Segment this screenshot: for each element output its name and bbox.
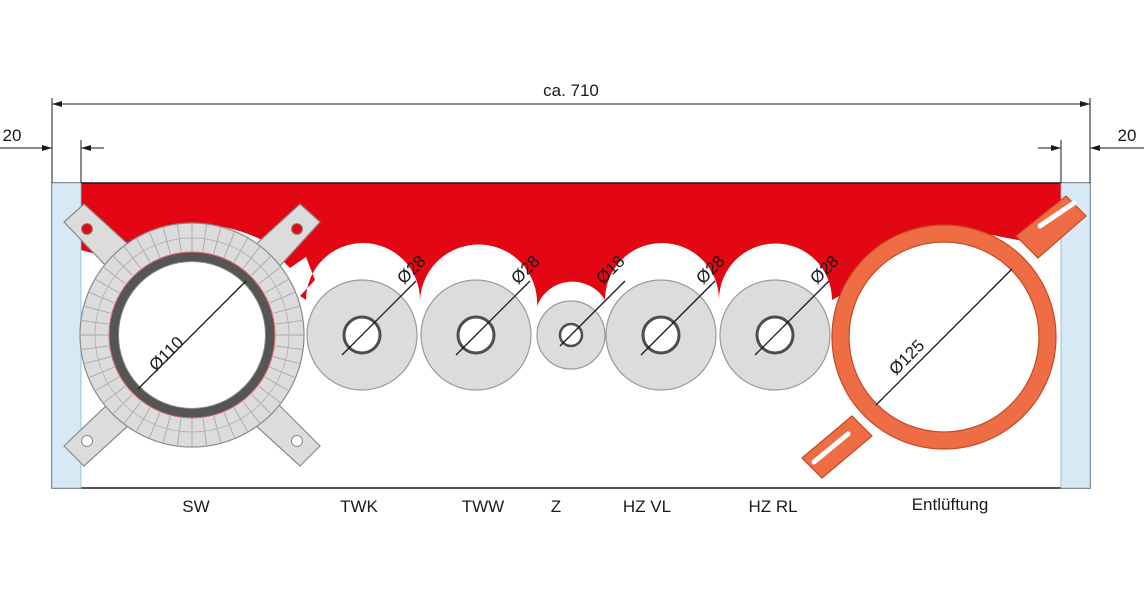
sw-rib: [264, 376, 289, 391]
sw-rib: [258, 385, 281, 403]
sw-rib: [275, 345, 303, 350]
sw-tab-hole-tl: [81, 223, 93, 235]
label-hzrl: HZ RL: [748, 497, 797, 516]
sw-rib: [242, 401, 260, 424]
sw-rib: [162, 416, 171, 443]
sw-rib: [269, 366, 295, 378]
label-entlueftung: Entlüftung: [912, 495, 989, 514]
label-z: Z: [551, 497, 561, 516]
sw-rib-ring: [94, 237, 290, 433]
sw-rib: [149, 232, 161, 258]
sw-rib: [113, 394, 133, 414]
sw-rib: [103, 385, 126, 403]
sw-tab-hole-br: [291, 435, 303, 447]
sw-rib: [95, 376, 120, 391]
sw-rib: [81, 320, 109, 325]
sw-rib: [177, 418, 182, 446]
label-twk: TWK: [340, 497, 378, 516]
sw-rib: [103, 267, 126, 285]
overall-dimension: [0, 98, 1144, 183]
sw-rib: [124, 246, 142, 269]
right-margin-label: 20: [1118, 126, 1137, 145]
label-tww: TWW: [462, 497, 504, 516]
overall-width-label: ca. 710: [543, 81, 599, 100]
sw-rib: [233, 238, 248, 263]
sw-rib: [251, 256, 271, 276]
sw-rib: [242, 246, 260, 269]
sw-rib: [258, 267, 281, 285]
sw-rib: [233, 407, 248, 432]
sw-rib: [202, 418, 207, 446]
sw-rib: [223, 232, 235, 258]
label-sw: SW: [182, 497, 209, 516]
sw-rib: [149, 412, 161, 438]
sw-rib: [273, 356, 300, 365]
sw-rib: [95, 279, 120, 294]
sw-rib: [213, 416, 222, 443]
diameter-lines: [137, 268, 1013, 406]
sw-tab-hole-bl: [81, 435, 93, 447]
sw-rib: [223, 412, 235, 438]
sw-rib: [202, 224, 207, 252]
sw-rib: [81, 345, 109, 350]
sw-rib: [269, 292, 295, 304]
sw-rib: [275, 320, 303, 325]
sw-rib: [124, 401, 142, 424]
sw-rib: [136, 238, 151, 263]
sw-rib: [84, 305, 111, 314]
sw-rib: [136, 407, 151, 432]
sw-rib: [162, 227, 171, 254]
sw-rib: [89, 366, 115, 378]
sw-rib: [264, 279, 289, 294]
sw-rib: [113, 256, 133, 276]
sw-rib: [84, 356, 111, 365]
sw-tab-hole-tr: [291, 223, 303, 235]
label-hzvl: HZ VL: [623, 497, 671, 516]
sw-rib: [213, 227, 222, 254]
sw-rib: [177, 224, 182, 252]
sw-rib: [89, 292, 115, 304]
sw-rib: [251, 394, 271, 414]
sw-rib: [273, 305, 300, 314]
red-seal-area: [81, 183, 1061, 306]
left-margin-label: 20: [3, 126, 22, 145]
